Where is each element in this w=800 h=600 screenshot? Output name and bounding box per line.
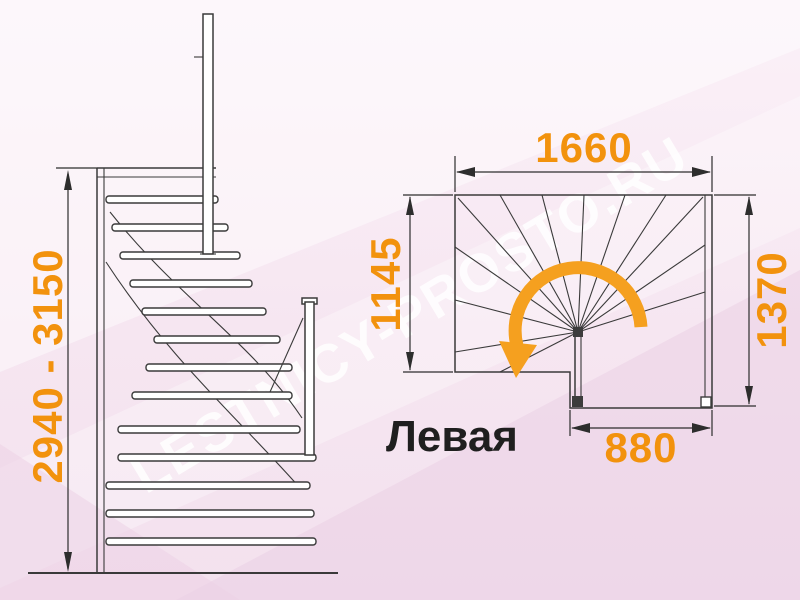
dimension-bottom-width: 880 <box>569 410 713 471</box>
turn-direction-arc <box>508 261 648 348</box>
bottom-width-value: 880 <box>604 424 677 471</box>
entry-post-mark <box>572 396 583 407</box>
elevation-treads <box>105 195 317 546</box>
variant-label: Левая <box>386 412 518 461</box>
stringer-curve-upper <box>109 211 303 419</box>
lower-newel-post <box>304 301 315 456</box>
plan-view <box>454 194 713 409</box>
turn-direction-arrowhead <box>499 341 537 378</box>
top-width-value: 1660 <box>535 124 632 171</box>
corner-post-mark <box>700 396 712 408</box>
plan-outline <box>454 194 713 409</box>
arrowhead-up <box>64 170 72 190</box>
arrowhead-down <box>64 552 72 572</box>
elevation-view <box>28 13 338 574</box>
stringer-curve-lower <box>105 261 301 489</box>
fan-treads <box>454 194 706 373</box>
dimension-height: 2940 - 3150 <box>24 167 97 572</box>
dimension-right-depth: 1370 <box>714 194 795 407</box>
lower-handrail-line <box>269 317 304 393</box>
dimension-top-width: 1660 <box>454 124 713 192</box>
center-newel-mark <box>573 327 583 337</box>
left-depth-value: 1145 <box>362 236 409 331</box>
height-range-value: 2940 - 3150 <box>24 248 71 483</box>
right-depth-value: 1370 <box>748 251 795 348</box>
top-newel-post <box>202 13 214 255</box>
dimension-left-depth: 1145 <box>362 194 453 373</box>
